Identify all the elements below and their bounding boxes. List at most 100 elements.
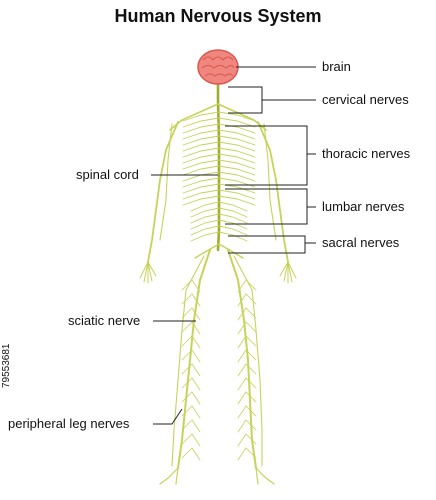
- leg-branch-left: [191, 307, 201, 321]
- trunk-nerve-left: [190, 231, 220, 242]
- leg-nerve-left-outer: [171, 255, 205, 467]
- label-thoracic-nerves: thoracic nerves: [322, 146, 411, 161]
- leg-branch-left: [191, 377, 201, 391]
- leg-branch-right: [245, 419, 257, 431]
- pelvic-nerve-right: [218, 243, 244, 259]
- trunk-nerve-right: [218, 171, 256, 182]
- trunk-nerve-right: [218, 135, 256, 146]
- leg-branch-left: [191, 405, 201, 419]
- arm-nerve-right-inner: [263, 123, 277, 241]
- trunk-nerve-right: [218, 129, 256, 140]
- leg-branch-right: [237, 419, 247, 433]
- leg-branch-right: [245, 279, 257, 291]
- trunk-nerve-right: [218, 189, 256, 200]
- leg-branch-left: [191, 419, 201, 433]
- leg-branch-left: [181, 447, 193, 459]
- label-sciatic-nerve: sciatic nerve: [68, 313, 141, 328]
- leg-branch-left: [181, 391, 193, 403]
- arm-nerve-left-inner: [159, 123, 173, 241]
- leader-peripheral-leg: [153, 408, 183, 425]
- label-sacral-nerves: sacral nerves: [322, 235, 400, 250]
- diagram-title: Human Nervous System: [114, 6, 322, 26]
- leg-branch-right: [245, 447, 257, 459]
- trunk-nerve-left: [182, 111, 220, 122]
- trunk-nerve-right: [218, 231, 248, 242]
- trunk-nerve-left: [182, 177, 220, 188]
- trunk-nerve-right: [218, 207, 248, 218]
- leg-branch-right: [237, 405, 247, 419]
- trunk-nerve-left: [190, 201, 220, 212]
- leg-branch-left: [181, 279, 193, 291]
- leg-branch-right: [237, 279, 247, 293]
- trunk-nerve-right: [218, 123, 256, 134]
- label-lumbar-nerves: lumbar nerves: [322, 199, 405, 214]
- trunk-nerve-left: [182, 129, 220, 140]
- trunk-nerve-right: [218, 195, 256, 206]
- leg-branch-left: [181, 419, 193, 431]
- leg-branch-right: [237, 363, 247, 377]
- leg-branch-right: [245, 335, 257, 347]
- leg-branch-right: [245, 377, 257, 389]
- trunk-nerve-left: [182, 195, 220, 206]
- finger-nerve-right: [287, 261, 297, 279]
- pelvic-nerve-left: [194, 243, 220, 259]
- leg-branch-right: [245, 405, 257, 417]
- bracket-lumbar: [225, 188, 316, 225]
- leg-branch-left: [191, 363, 201, 377]
- finger-nerve-right: [287, 261, 293, 283]
- trunk-nerve-right: [218, 213, 248, 224]
- trunk-nerve-right: [218, 159, 256, 170]
- trunk-nerve-left: [190, 213, 220, 224]
- leg-branch-left: [181, 307, 193, 319]
- bracket-thoracic: [225, 125, 316, 186]
- leg-branch-left: [181, 293, 193, 305]
- trunk-nerve-right: [218, 141, 256, 152]
- brain-illustration: [197, 49, 239, 85]
- foot-nerve-right: [255, 467, 275, 485]
- trunk-nerve-left: [190, 207, 220, 218]
- sciatic-nerve-right: [227, 249, 257, 469]
- finger-nerve-left: [147, 261, 157, 277]
- leg-branch-right: [237, 349, 247, 363]
- leg-branch-right: [237, 391, 247, 405]
- bracket-sacral: [228, 235, 316, 254]
- leg-branch-left: [181, 363, 193, 375]
- trunk-nerve-left: [182, 159, 220, 170]
- trunk-nerve-right: [218, 219, 248, 230]
- leg-branch-left: [181, 349, 193, 361]
- leg-branch-right: [245, 363, 257, 375]
- leader-lines: [151, 66, 316, 425]
- leg-branch-right: [237, 307, 247, 321]
- leg-branch-right: [237, 293, 247, 307]
- leg-branch-right: [245, 293, 257, 305]
- foot-nerve-left: [159, 467, 179, 485]
- finger-nerve-left: [139, 261, 149, 279]
- trunk-nerve-left: [182, 117, 220, 128]
- leg-branch-left: [191, 293, 201, 307]
- label-spinal-cord: spinal cord: [76, 167, 139, 182]
- leg-branch-left: [181, 405, 193, 417]
- trunk-nerve-left: [182, 165, 220, 176]
- trunk-nerve-right: [218, 225, 248, 236]
- leg-branch-right: [237, 335, 247, 349]
- nerve-body: [139, 82, 297, 485]
- leg-branch-left: [191, 321, 201, 335]
- leg-branch-left: [191, 335, 201, 349]
- arm-nerve-left: [147, 121, 179, 263]
- sciatic-nerve-left: [177, 249, 211, 469]
- trunk-nerve-right: [218, 165, 256, 176]
- leg-branch-right: [237, 433, 247, 447]
- trunk-nerve-left: [182, 153, 220, 164]
- leg-branch-left: [191, 279, 201, 293]
- leg-branch-left: [191, 391, 201, 405]
- leg-branch-right: [245, 349, 257, 361]
- leg-branch-left: [181, 433, 193, 445]
- trunk-nerve-left: [182, 183, 220, 194]
- finger-nerve-left: [143, 261, 149, 283]
- foot-nerve-right: [255, 467, 259, 485]
- trunk-nerve-left: [182, 135, 220, 146]
- trunk-nerve-right: [218, 111, 256, 122]
- bracket-cervical: [228, 86, 316, 114]
